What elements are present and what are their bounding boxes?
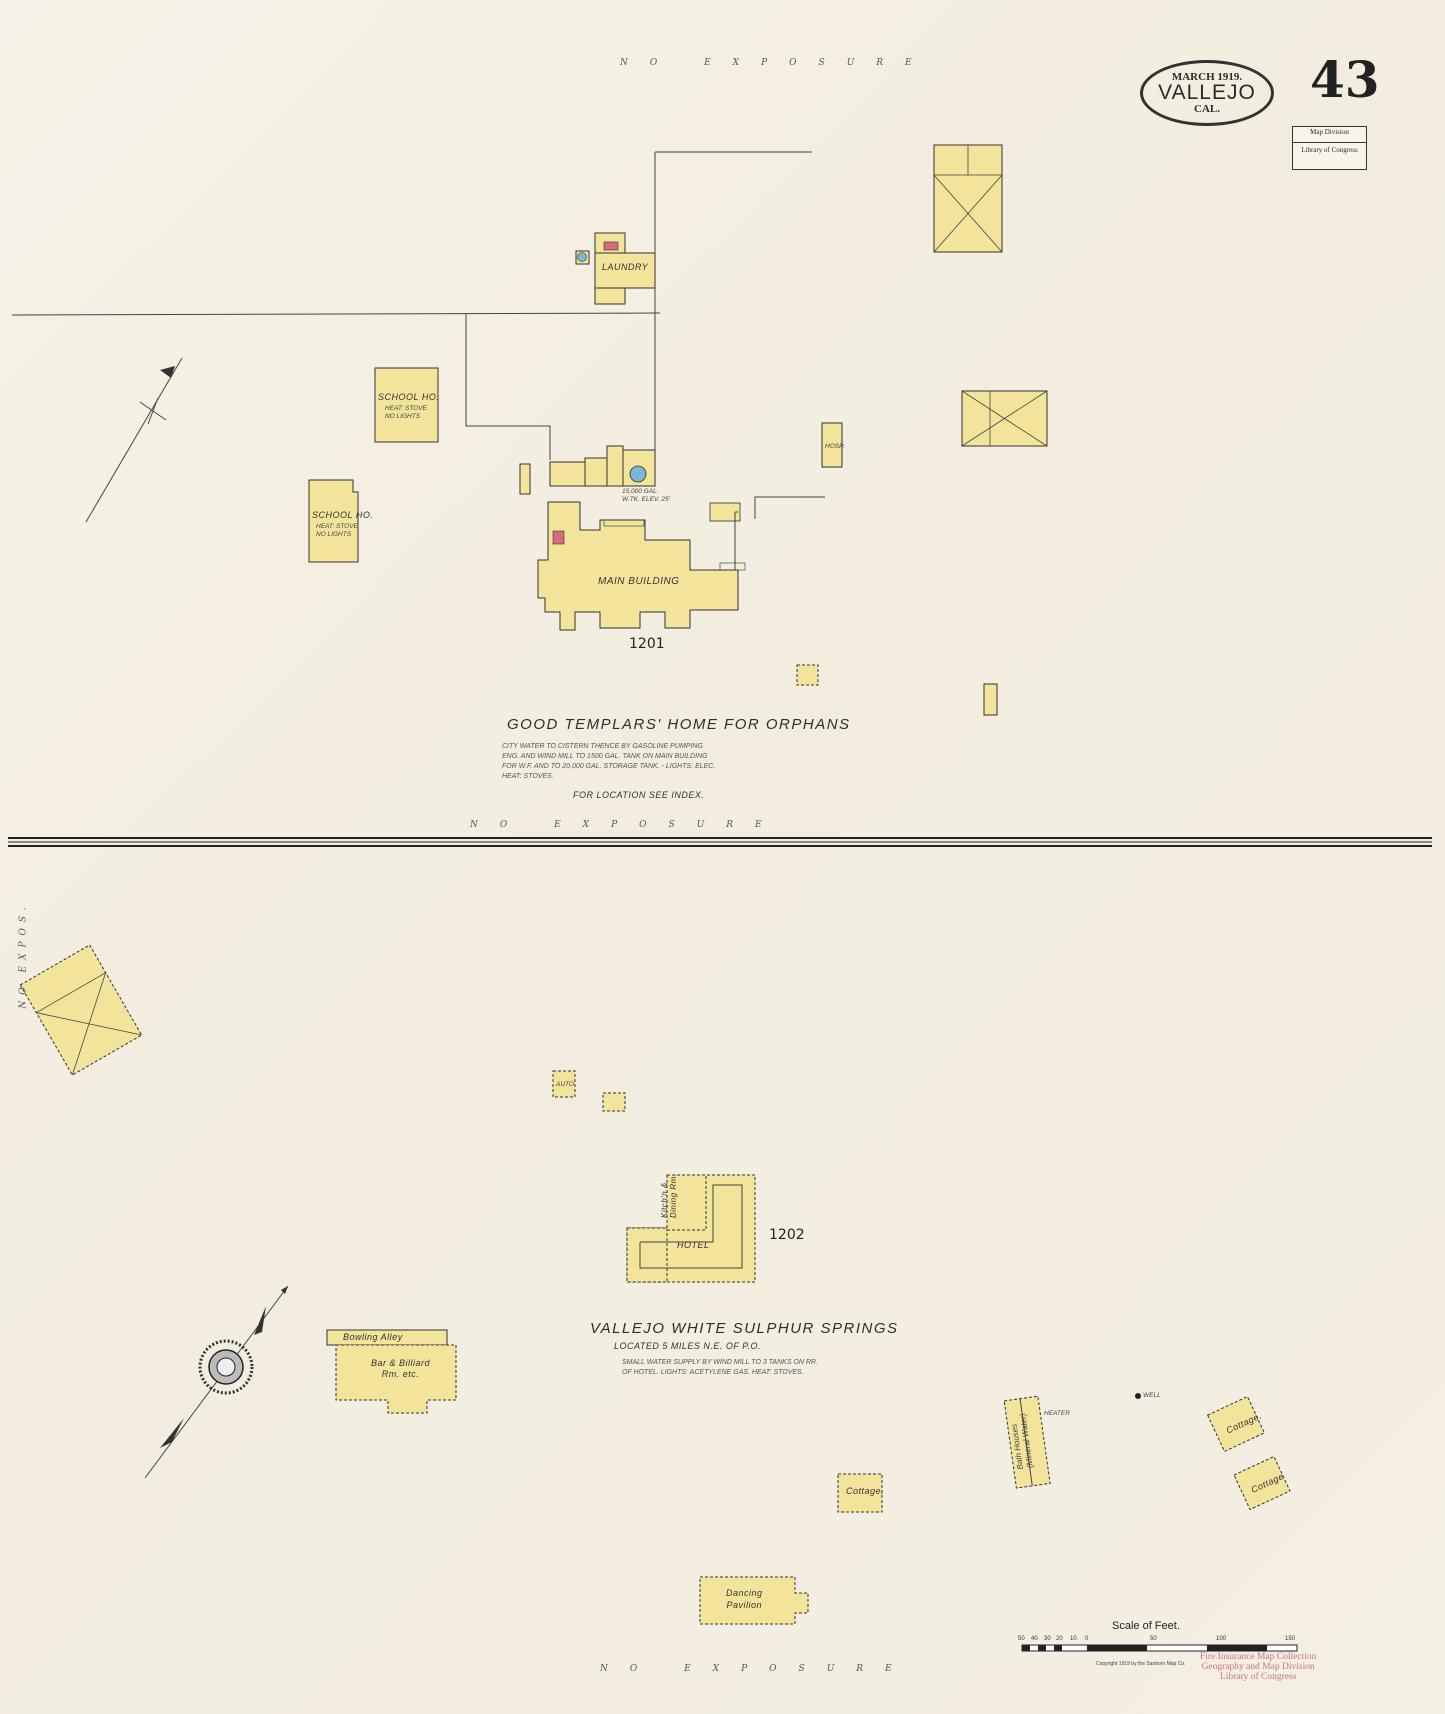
label-school-house-2-note: HEAT: STOVE NO LIGHTS [316, 523, 358, 538]
copyright: Copyright 1919 by the Sanborn Map Co. [1096, 1661, 1186, 1667]
collection-line-1: Fire Insurance Map Collection [1200, 1652, 1317, 1662]
dancing-pavilion [699, 1576, 809, 1625]
notes-vallejo-springs: SMALL WATER SUPPLY BY WIND MILL TO 3 TAN… [622, 1359, 818, 1376]
title-good-templars: GOOD TEMPLARS' HOME FOR ORPHANS [507, 716, 851, 733]
label-laundry: LAUNDRY [602, 262, 649, 272]
scale-tick: 50 [1018, 1636, 1025, 1642]
building-h [19, 944, 143, 1076]
cottage-f [1206, 1395, 1266, 1453]
label-dancing: Dancing Pavilion [726, 1588, 763, 1610]
scale-tick: 40 [1031, 1636, 1038, 1642]
auto-garage [552, 1070, 576, 1098]
exposure-top: NO EXPOSURE [620, 58, 934, 68]
map-division-stamp: Map Division Library of Congress [1292, 126, 1367, 170]
scale-tick: 20 [1056, 1636, 1063, 1642]
block-number-1201: 1201 [629, 636, 665, 652]
label-heater: HEATER [1044, 1410, 1070, 1417]
scale-bar [1021, 1644, 1298, 1652]
label-well: WELL [1143, 1392, 1161, 1399]
north-arrow-top [85, 357, 183, 523]
collection-line-2: Geography and Map Division [1201, 1662, 1315, 1672]
block-number-1202: 1202 [769, 1227, 805, 1243]
label-hosp: HOSP. [825, 443, 845, 450]
cottage-c [837, 1473, 883, 1513]
outbuilding-narrow [983, 683, 998, 716]
location-note: FOR LOCATION SEE INDEX. [573, 790, 705, 800]
label-bar: Bar & Billiard Rm. etc. [371, 1358, 431, 1379]
scale-tick: 30 [1044, 1636, 1051, 1642]
laundry-building [575, 232, 656, 305]
fence-lines [11, 151, 825, 519]
exposure-side: NO EXPOS. [18, 901, 29, 1009]
label-kitchen: Kitch'n & Dining Rm. [660, 1173, 678, 1218]
outbuilding-row [549, 445, 656, 487]
bath-houses [1003, 1395, 1051, 1489]
notes-good-templars: CITY WATER TO CISTERN THENCE BY GASOLINE… [502, 743, 716, 780]
stamp-line-1: Map Division [1310, 128, 1349, 136]
school-house-2 [308, 479, 359, 563]
city-seal: MARCH 1919. VALLEJO CAL. [1140, 60, 1274, 126]
collection-stamp: Fire Insurance Map Collection Geography … [1200, 1652, 1316, 1682]
cottage-g [1233, 1455, 1291, 1511]
shed-small [602, 1092, 626, 1112]
label-school-house-3: SCHOOL HO. [378, 392, 440, 402]
seal-date: MARCH 1919. [1171, 71, 1243, 83]
bowling-and-bar [326, 1329, 457, 1414]
compass-rose [144, 1285, 289, 1479]
section-divider [8, 837, 1432, 847]
label-bowling: Bowling Alley [343, 1332, 403, 1342]
label-hotel: HOTEL [677, 1240, 710, 1250]
school-house-3 [374, 367, 439, 443]
collection-line-3: Library of Congress [1219, 1672, 1297, 1682]
hotel-building [626, 1174, 756, 1283]
scale-tick: 0 [1085, 1636, 1089, 1642]
main-building [537, 501, 746, 631]
stamp-line-2: Library of Congress [1293, 142, 1366, 156]
seal-city: VALLEJO [1158, 81, 1256, 104]
outbuilding-small [519, 463, 531, 495]
well-marker [1135, 1393, 1141, 1399]
sheet-number: 43 [1310, 50, 1380, 109]
subtitle-vallejo-springs: LOCATED 5 MILES N.E. OF P.O. [614, 1341, 762, 1351]
label-main-building: MAIN BUILDING [598, 576, 680, 587]
scale-tick: 50 [1150, 1636, 1157, 1642]
exposure-bottom: NO EXPOSURE [600, 1664, 914, 1674]
hospital-building [821, 422, 843, 468]
title-vallejo-springs: VALLEJO WHITE SULPHUR SPRINGS [590, 1320, 899, 1337]
seal-state: CAL. [1194, 103, 1220, 115]
label-school-house-2: SCHOOL HO. [312, 510, 374, 520]
label-tank: 15,000 GAL. W.TK. ELEV. 25' [622, 488, 670, 503]
scale-tick: 10 [1070, 1636, 1077, 1642]
outbuilding-16 [796, 664, 819, 686]
scale-tick: 150 [1285, 1636, 1296, 1642]
label-auto: AUTO. [556, 1081, 576, 1088]
exposure-middle: NO EXPOSURE [470, 820, 784, 830]
scale-tick: 100 [1216, 1636, 1227, 1642]
label-school-house-3-note: HEAT: STOVE NO LIGHTS [385, 405, 427, 420]
scale-title: Scale of Feet. [1112, 1620, 1180, 1632]
label-cottage-c: Cottage. [846, 1486, 885, 1496]
